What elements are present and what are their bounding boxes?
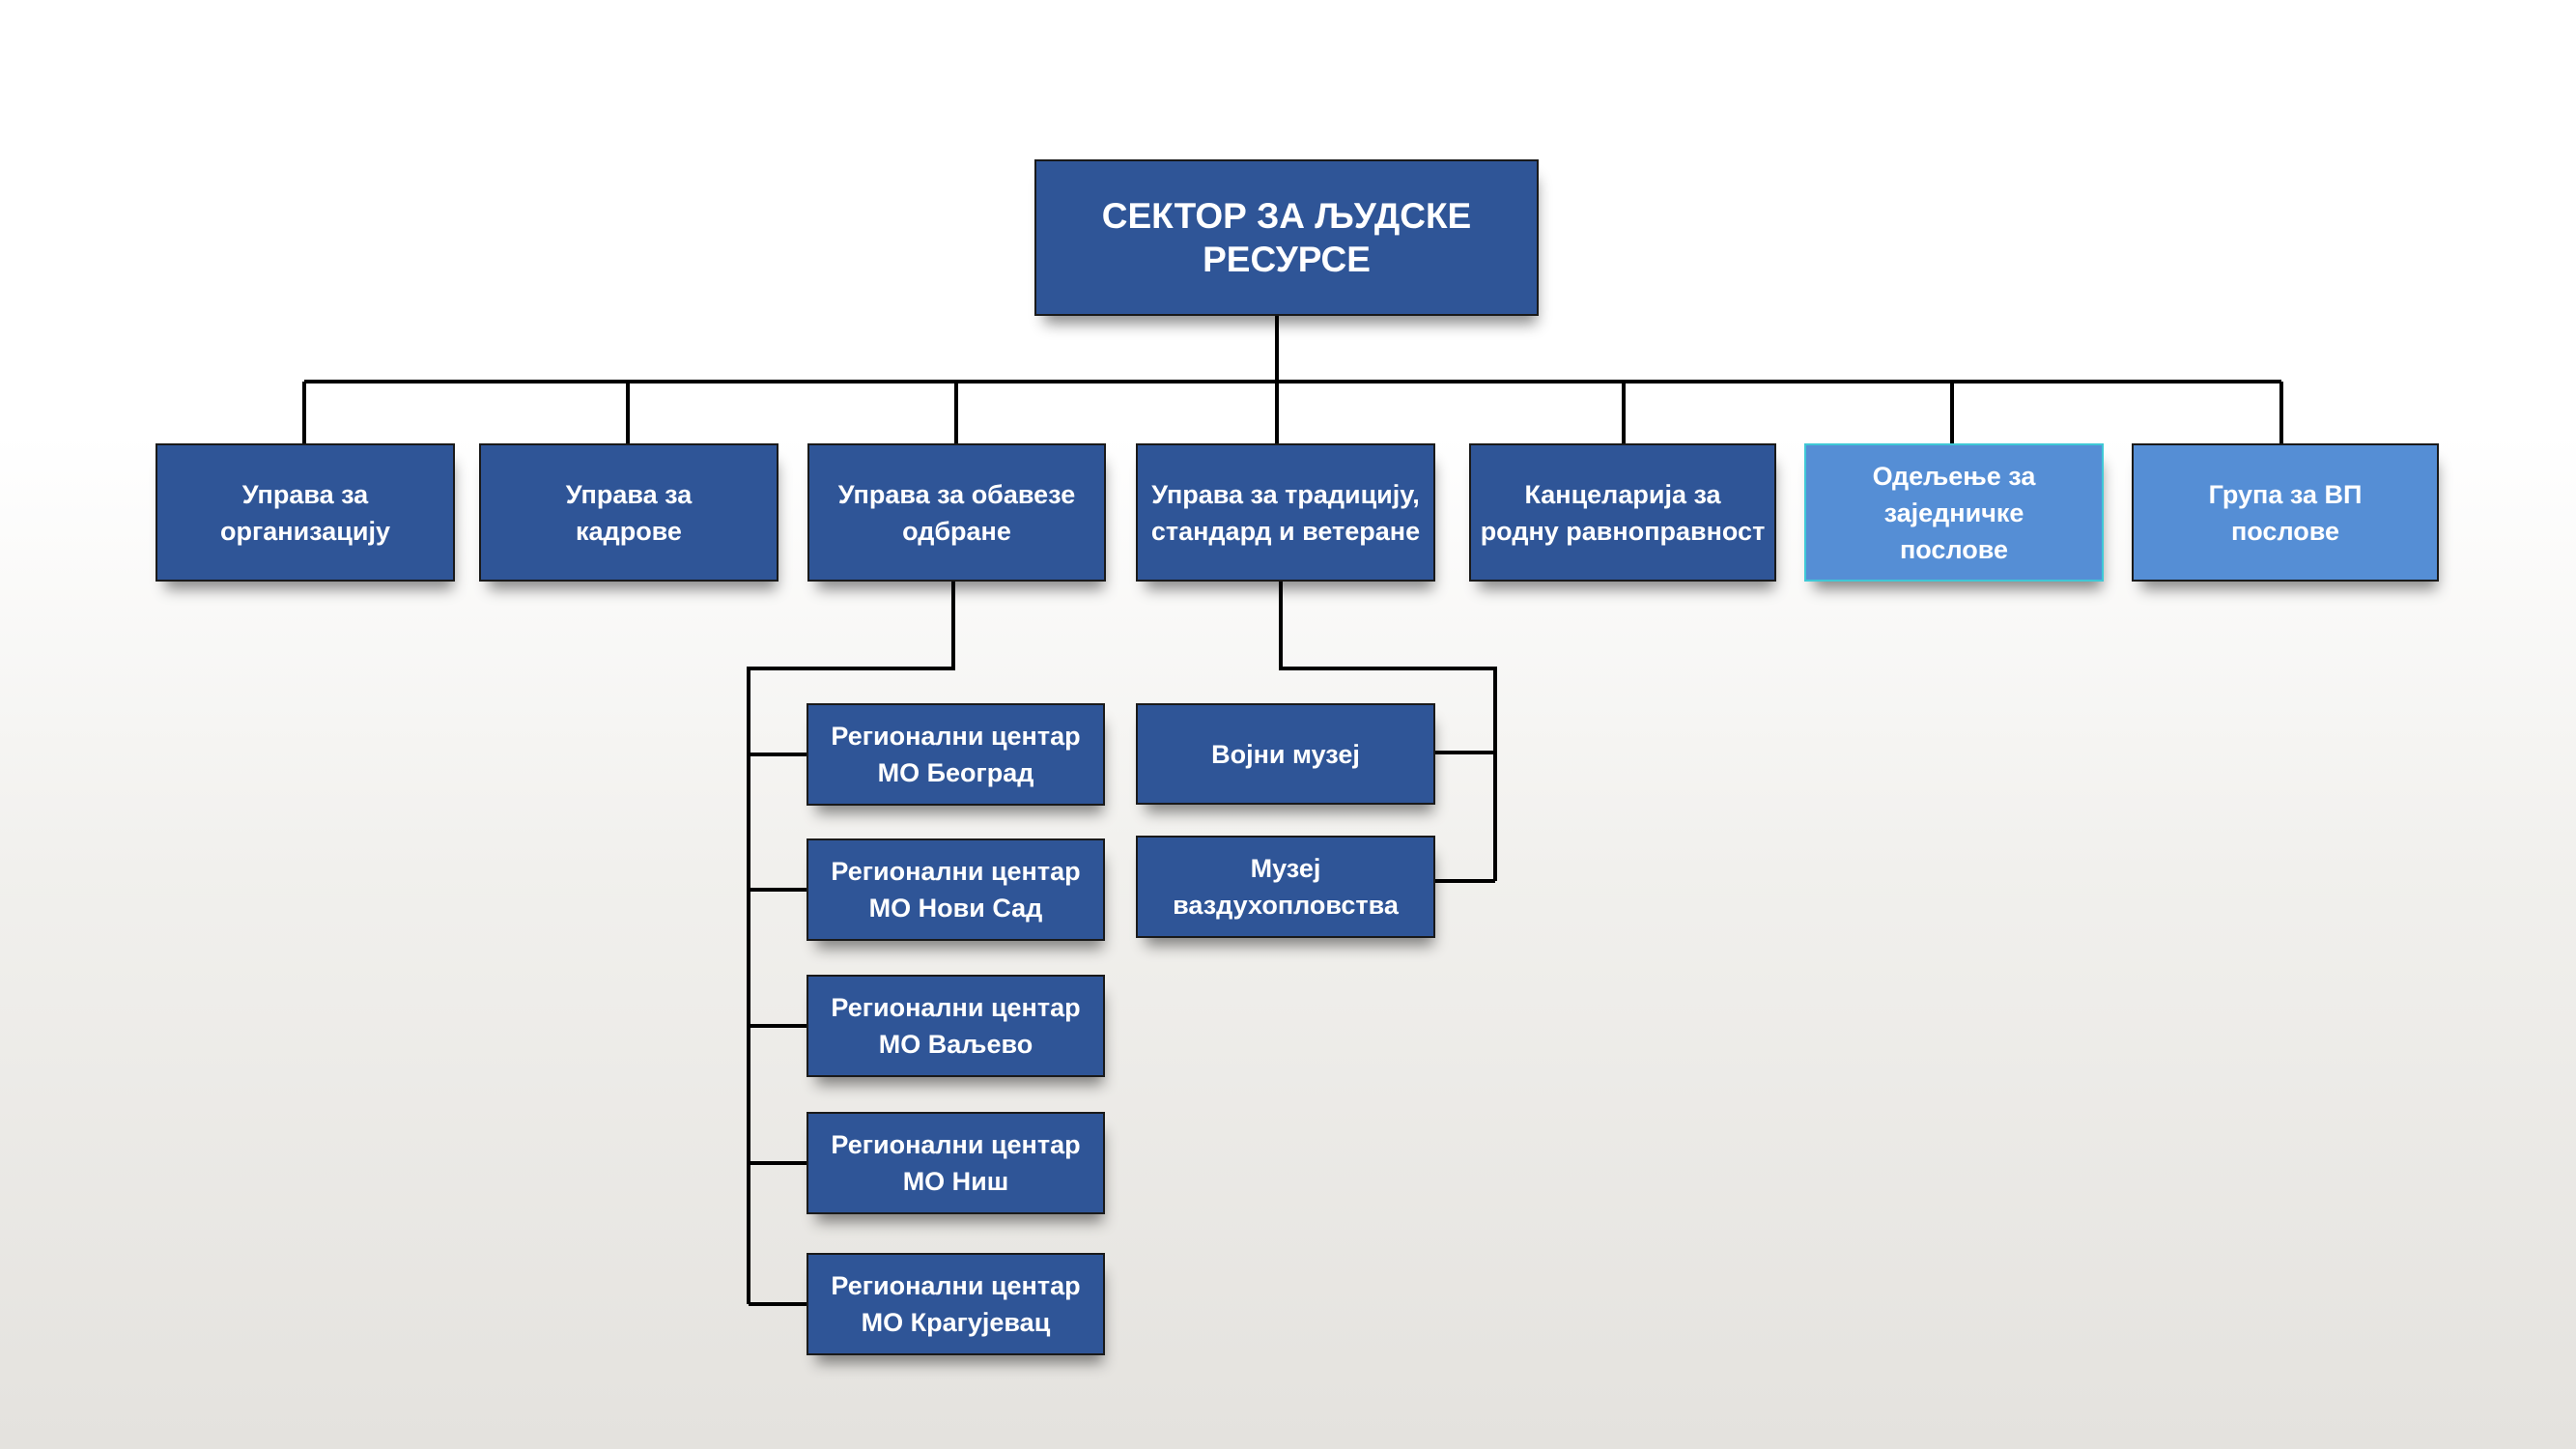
unit-box-gender-equality-office: Канцеларија за родну равноправност	[1469, 443, 1776, 582]
regional-center-box-belgrade: Регионални центар МО Београд	[807, 703, 1105, 806]
regional-center-box-valjevo: Регионални центар МО Ваљево	[807, 975, 1105, 1077]
unit-box-military-police-group: Група за ВП послове	[2132, 443, 2439, 582]
unit-box-common-affairs: Одељење за заједничке послове	[1804, 443, 2104, 582]
regional-centers-trunk	[747, 581, 955, 1304]
unit-box-defense-obligations: Управа за обавезе одбране	[807, 443, 1106, 582]
root-box: СЕКТОР ЗА ЉУДСКЕ РЕСУРСЕ	[1034, 159, 1539, 316]
unit-box-personnel: Управа за кадрове	[479, 443, 778, 582]
regional-center-box-novi-sad: Регионални центар МО Нови Сад	[807, 838, 1105, 941]
unit-box-tradition-standard-veterans: Управа за традицију, стандард и ветеране	[1136, 443, 1435, 582]
museum-box-military: Војни музеј	[1136, 703, 1435, 805]
regional-center-box-nis: Регионални центар МО Ниш	[807, 1112, 1105, 1214]
museum-box-aviation: Музеј ваздухопловства	[1136, 836, 1435, 938]
regional-center-box-kragujevac: Регионални центар МО Крагујевац	[807, 1253, 1105, 1355]
unit-box-organization: Управа за организацију	[156, 443, 455, 582]
museums-trunk	[1279, 581, 1497, 881]
